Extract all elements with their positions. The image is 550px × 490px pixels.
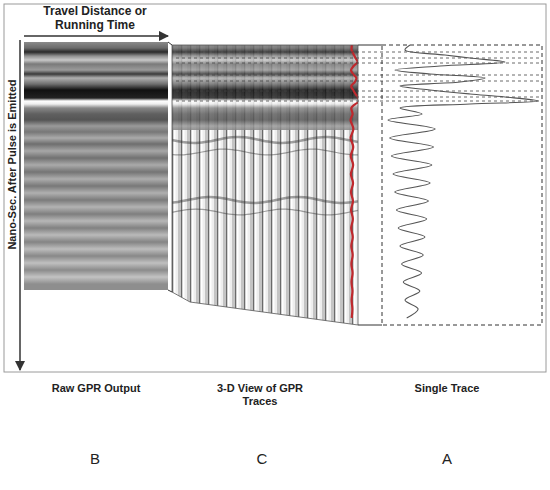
panel-letter: A (432, 450, 462, 467)
panel-letter: B (80, 450, 110, 467)
connector-line (168, 290, 172, 292)
raw-output-panel (24, 42, 168, 290)
axis-label: Travel Distance or Running Time (30, 4, 160, 32)
peak-guide (176, 101, 540, 102)
wave-band (172, 137, 358, 143)
peak-guide (176, 58, 540, 59)
wave-band (172, 209, 358, 215)
peak-guide (176, 52, 540, 53)
distance-arrow (24, 35, 168, 37)
trace-bands (172, 45, 358, 130)
trace-waveform (388, 45, 538, 318)
panel-label: Raw GPR Output (24, 382, 168, 395)
connector-line (358, 325, 382, 326)
single-trace-frame (382, 45, 542, 325)
trace-strips (172, 45, 358, 330)
axis-label: Nano-Sec. After Pulse is Emitted (6, 40, 19, 290)
panel-label: Single Trace (392, 382, 502, 395)
time-arrow (19, 40, 21, 370)
peak-guide (176, 81, 540, 82)
connector-line (358, 45, 382, 46)
single-trace-panel (388, 45, 538, 318)
raw-output-bands (24, 42, 168, 290)
peak-guide (176, 97, 540, 98)
panel-letter: C (247, 450, 277, 467)
wave-band (172, 149, 358, 155)
peak-guide (176, 91, 540, 92)
connector-line (168, 42, 172, 45)
panel-label: 3-D View of GPR Traces (200, 382, 320, 408)
traces-3d-panel (172, 45, 360, 330)
peak-guide (176, 75, 540, 76)
figure-frame (4, 4, 546, 372)
wave-band (172, 197, 358, 203)
traces-3d-outline (172, 45, 358, 325)
